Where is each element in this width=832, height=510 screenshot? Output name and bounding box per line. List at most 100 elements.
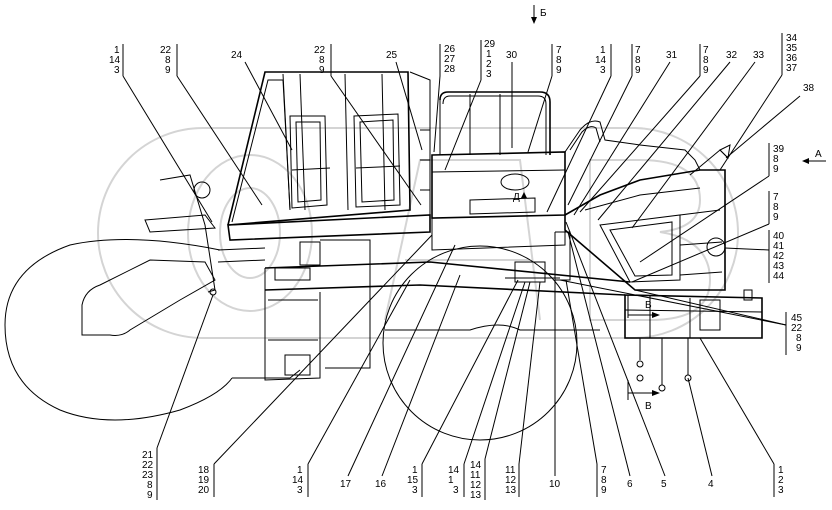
callout-number: 7 [635, 45, 641, 56]
callout-number: 20 [198, 485, 210, 496]
callout-number: 35 [786, 43, 798, 54]
callout-number: 8 [165, 55, 171, 66]
callout-stack-bottom-1a: 1 14 3 [292, 279, 411, 497]
callout-stack-26-28: 26 27 28 [433, 44, 456, 153]
callout-number: 3 [453, 485, 459, 496]
callout-number: 9 [165, 65, 171, 76]
callout-stack-top-2: 22 8 9 [160, 44, 263, 206]
callout-number: 7 [703, 45, 709, 56]
callout-number: 1 [486, 49, 492, 60]
callout-number: 8 [773, 202, 779, 213]
callout-number: 29 [484, 39, 496, 50]
callout-number: 18 [198, 465, 210, 476]
callout-number: 39 [773, 144, 785, 155]
callout-number: 7 [556, 45, 562, 56]
callout-32: 32 [597, 50, 738, 221]
callout-number: 43 [773, 261, 785, 272]
callout-number: 3 [486, 69, 492, 80]
callout-number: 1 [448, 475, 454, 486]
callout-33: 33 [631, 50, 765, 229]
callout-number: 14 [292, 475, 304, 486]
callout-number: 23 [142, 470, 154, 481]
callout-number: 12 [505, 475, 517, 486]
callout-number: 42 [773, 251, 785, 262]
section-marker-bottom: В [645, 401, 652, 412]
callout-number: 33 [753, 50, 765, 61]
callout-number: 7 [601, 465, 607, 476]
callout-number: 24 [231, 50, 243, 61]
view-arrow-right: А [802, 149, 826, 164]
callout-stack-top-1: 1 14 3 [109, 44, 213, 223]
section-marker-top: В [645, 300, 652, 311]
rear-ripper [144, 174, 266, 296]
callout-16: 16 [375, 274, 461, 490]
watermark-logo [97, 127, 739, 339]
callout-number: 13 [505, 485, 517, 496]
callout-number: 8 [319, 55, 325, 66]
callout-number: 9 [703, 65, 709, 76]
callout-number: 12 [470, 480, 482, 491]
callout-number: 9 [556, 65, 562, 76]
callout-number: 44 [773, 271, 785, 282]
callout-number: 10 [549, 479, 561, 490]
callout-stack-bottom-14: 14 1 3 [448, 281, 526, 497]
callout-number: 19 [198, 475, 210, 486]
detail-marker: Д [513, 192, 520, 203]
callout-number: 3 [297, 485, 303, 496]
view-arrow-top: Б [531, 5, 547, 24]
callout-stack-bottom-7: 7 8 9 [565, 279, 607, 497]
callout-number: 37 [786, 63, 798, 74]
callout-stack-40-44: 40 41 42 43 44 [724, 230, 785, 283]
callout-31: 31 [573, 50, 678, 216]
callout-stack-top-7b: 7 8 9 [567, 44, 641, 206]
callout-stack-bottom-1-2-3: 1 2 3 [699, 337, 784, 497]
operator-cab [227, 71, 431, 241]
callout-number: 34 [786, 33, 798, 44]
callout-number: 25 [386, 50, 398, 61]
callout-number: 31 [666, 50, 678, 61]
callout-30: 30 [506, 50, 518, 148]
section-markers: В В Д [513, 192, 660, 412]
callout-stack-45: 45 22 8 9 [559, 279, 803, 355]
callout-stack-right-7: 7 8 9 [631, 191, 779, 283]
callout-number: 40 [773, 231, 785, 242]
callout-number: 9 [319, 65, 325, 76]
callout-stack-39: 39 8 9 [639, 143, 785, 263]
callout-number: 8 [703, 55, 709, 66]
callout-4: 4 [687, 377, 714, 490]
callout-number: 22 [160, 45, 172, 56]
callout-number: 11 [505, 465, 516, 476]
callout-number: 14 [109, 55, 121, 66]
callout-number: 45 [791, 313, 803, 324]
callout-number: 27 [444, 54, 456, 65]
callout-number: 9 [635, 65, 641, 76]
callout-number: 8 [601, 475, 607, 486]
callout-number: 3 [412, 485, 418, 496]
callout-number: 9 [796, 343, 802, 354]
callout-number: 22 [791, 323, 803, 334]
callout-number: 9 [773, 164, 779, 175]
callout-number: 28 [444, 64, 456, 75]
callout-number: 1 [297, 465, 303, 476]
callout-number: 8 [773, 154, 779, 165]
callout-number: 22 [314, 45, 326, 56]
callout-number: 17 [340, 479, 352, 490]
callout-number: 41 [773, 241, 785, 252]
callout-number: 9 [601, 485, 607, 496]
callout-17: 17 [340, 244, 456, 490]
callout-number: 36 [786, 53, 798, 64]
callout-number: 14 [448, 465, 460, 476]
callout-5: 5 [565, 221, 667, 490]
callout-stack-bottom-1-15: 1 15 3 [407, 279, 519, 497]
callout-number: 22 [142, 460, 154, 471]
callout-number: 8 [796, 333, 802, 344]
callout-number: 15 [407, 475, 419, 486]
callout-number: 14 [595, 55, 607, 66]
callout-stack-29: 29 1 2 3 [444, 39, 496, 171]
callout-number: 9 [147, 490, 153, 501]
callout-number: 8 [556, 55, 562, 66]
callout-number: 21 [142, 450, 154, 461]
callout-stack-bottom-18: 18 19 20 [198, 234, 433, 497]
